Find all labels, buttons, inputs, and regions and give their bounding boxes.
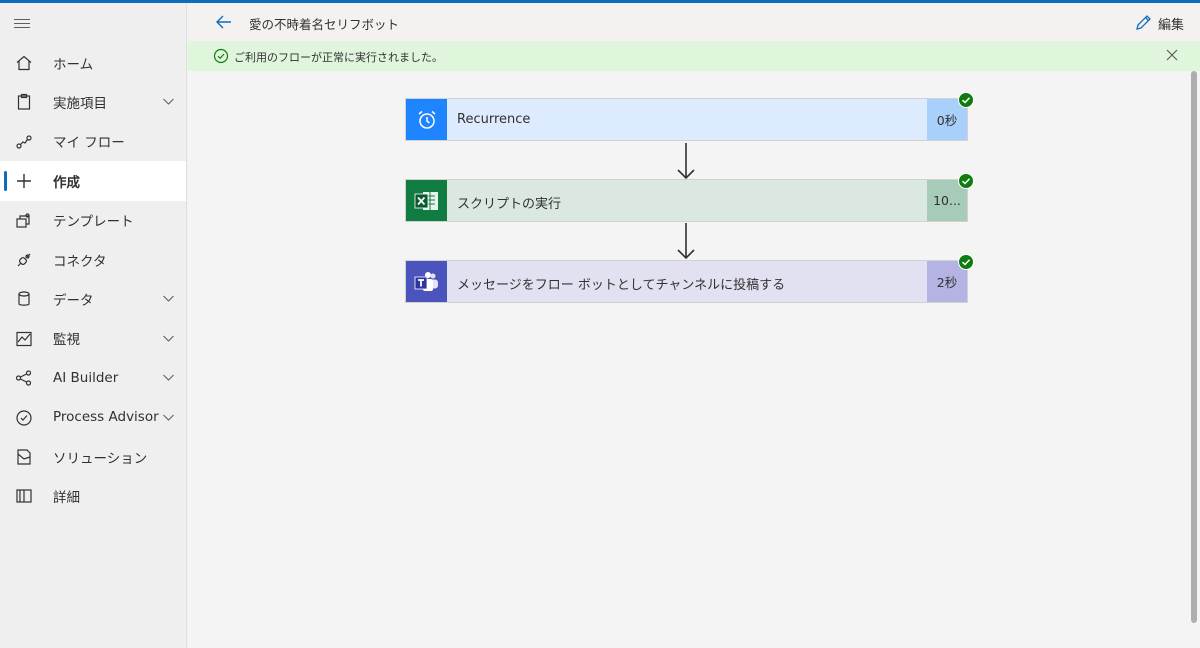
alarm-clock-icon: [418, 110, 435, 129]
sidebar-item-action-items[interactable]: 実施項目: [0, 82, 186, 121]
success-check-circle-icon: [213, 48, 229, 64]
sidebar-item-label: テンプレート: [53, 214, 134, 231]
home-icon: [16, 55, 32, 71]
step-title: メッセージをフロー ボットとしてチャンネルに投稿する: [457, 278, 786, 293]
excel-icon: [414, 191, 438, 210]
sidebar-item-my-flows[interactable]: マイ フロー: [0, 122, 186, 161]
top-accent-bar: [0, 0, 1200, 3]
sidebar-item-data[interactable]: データ: [0, 279, 186, 318]
edit-button[interactable]: 編集: [1134, 12, 1184, 34]
chevron-down-icon[interactable]: [162, 332, 175, 345]
flow-step-post-message[interactable]: メッセージをフロー ボットとしてチャンネルに投稿する 2秒: [405, 254, 974, 303]
sidebar-item-label: 作成: [53, 174, 80, 191]
sidebar-item-label: 詳細: [53, 489, 80, 506]
chevron-down-icon[interactable]: [162, 292, 175, 305]
step-icon-box: [406, 180, 447, 221]
chevron-down-icon[interactable]: [162, 371, 175, 384]
process-advisor-icon: [16, 409, 32, 426]
hamburger-menu-icon[interactable]: [14, 17, 30, 29]
chevron-down-icon[interactable]: [162, 411, 175, 424]
edit-button-label: 編集: [1157, 17, 1184, 33]
sidebar-item-label: Process Advisor: [53, 409, 159, 426]
sidebar-item-label: コネクタ: [53, 253, 107, 270]
book-icon: [16, 489, 32, 503]
plus-icon: [17, 174, 31, 189]
back-arrow-icon[interactable]: [214, 12, 234, 32]
success-banner: ご利用のフローが正常に実行されました。: [188, 41, 1200, 71]
database-icon: [18, 291, 30, 307]
step-title: スクリプトの実行: [457, 197, 562, 212]
page-header: 愛の不時着名セリフボット 編集: [188, 3, 1200, 41]
banner-message: ご利用のフローが正常に実行されました。: [234, 51, 443, 64]
success-check-icon: [958, 173, 974, 189]
sidebar-item-label: ホーム: [53, 56, 94, 73]
pencil-icon: [1136, 15, 1151, 30]
sidebar-item-label: マイ フロー: [53, 135, 125, 152]
sidebar-item-templates[interactable]: テンプレート: [0, 201, 186, 240]
step-duration: 0秒: [927, 99, 967, 140]
step-duration: 2秒: [927, 261, 967, 302]
monitor-icon: [16, 331, 32, 346]
sidebar-item-ai-builder[interactable]: AI Builder: [0, 358, 186, 397]
step-icon-box: [406, 99, 447, 140]
step-icon-box: [406, 261, 447, 302]
sidebar-item-label: AI Builder: [53, 369, 119, 386]
connector-icon: [17, 253, 31, 267]
step-title: Recurrence: [457, 112, 531, 127]
success-check-icon: [958, 92, 974, 108]
scrollbar-thumb[interactable]: [1191, 71, 1197, 623]
sidebar-item-label: 監視: [53, 332, 80, 349]
canvas-scrollbar[interactable]: [1191, 71, 1197, 623]
solution-icon: [17, 449, 31, 465]
sidebar-item-label: データ: [53, 293, 94, 310]
sidebar-nav: ホーム 実施項目 マイ フロー 作成 テンプレート コネクタ データ: [0, 43, 186, 516]
sidebar-item-home[interactable]: ホーム: [0, 43, 186, 82]
chevron-down-icon[interactable]: [162, 95, 175, 108]
sidebar-item-process-advisor[interactable]: Process Advisor: [0, 398, 186, 437]
sidebar-item-label: ソリューション: [53, 450, 148, 467]
ai-builder-icon: [15, 370, 32, 386]
success-check-icon: [958, 254, 974, 270]
sidebar: ホーム 実施項目 マイ フロー 作成 テンプレート コネクタ データ: [0, 3, 187, 648]
flow-title: 愛の不時着名セリフボット: [249, 17, 400, 32]
teams-icon: [414, 271, 438, 291]
flow-step-recurrence[interactable]: Recurrence 0秒: [405, 92, 974, 141]
clipboard-icon: [17, 94, 31, 110]
step-duration: 10...: [927, 180, 967, 221]
close-icon[interactable]: [1166, 49, 1178, 61]
sidebar-item-learn[interactable]: 詳細: [0, 476, 186, 515]
arrow-down-icon: [677, 223, 695, 260]
template-icon: [16, 212, 30, 228]
flow-step-run-script[interactable]: スクリプトの実行 10...: [405, 173, 974, 222]
sidebar-item-create[interactable]: 作成: [0, 161, 186, 201]
sidebar-item-label: 実施項目: [53, 96, 107, 113]
flow-canvas: Recurrence 0秒 スクリプトの実行 10...: [188, 71, 1200, 648]
flow-icon: [16, 135, 32, 149]
arrow-down-icon: [677, 143, 695, 180]
sidebar-item-monitor[interactable]: 監視: [0, 319, 186, 358]
sidebar-item-connectors[interactable]: コネクタ: [0, 240, 186, 279]
sidebar-item-solutions[interactable]: ソリューション: [0, 437, 186, 476]
